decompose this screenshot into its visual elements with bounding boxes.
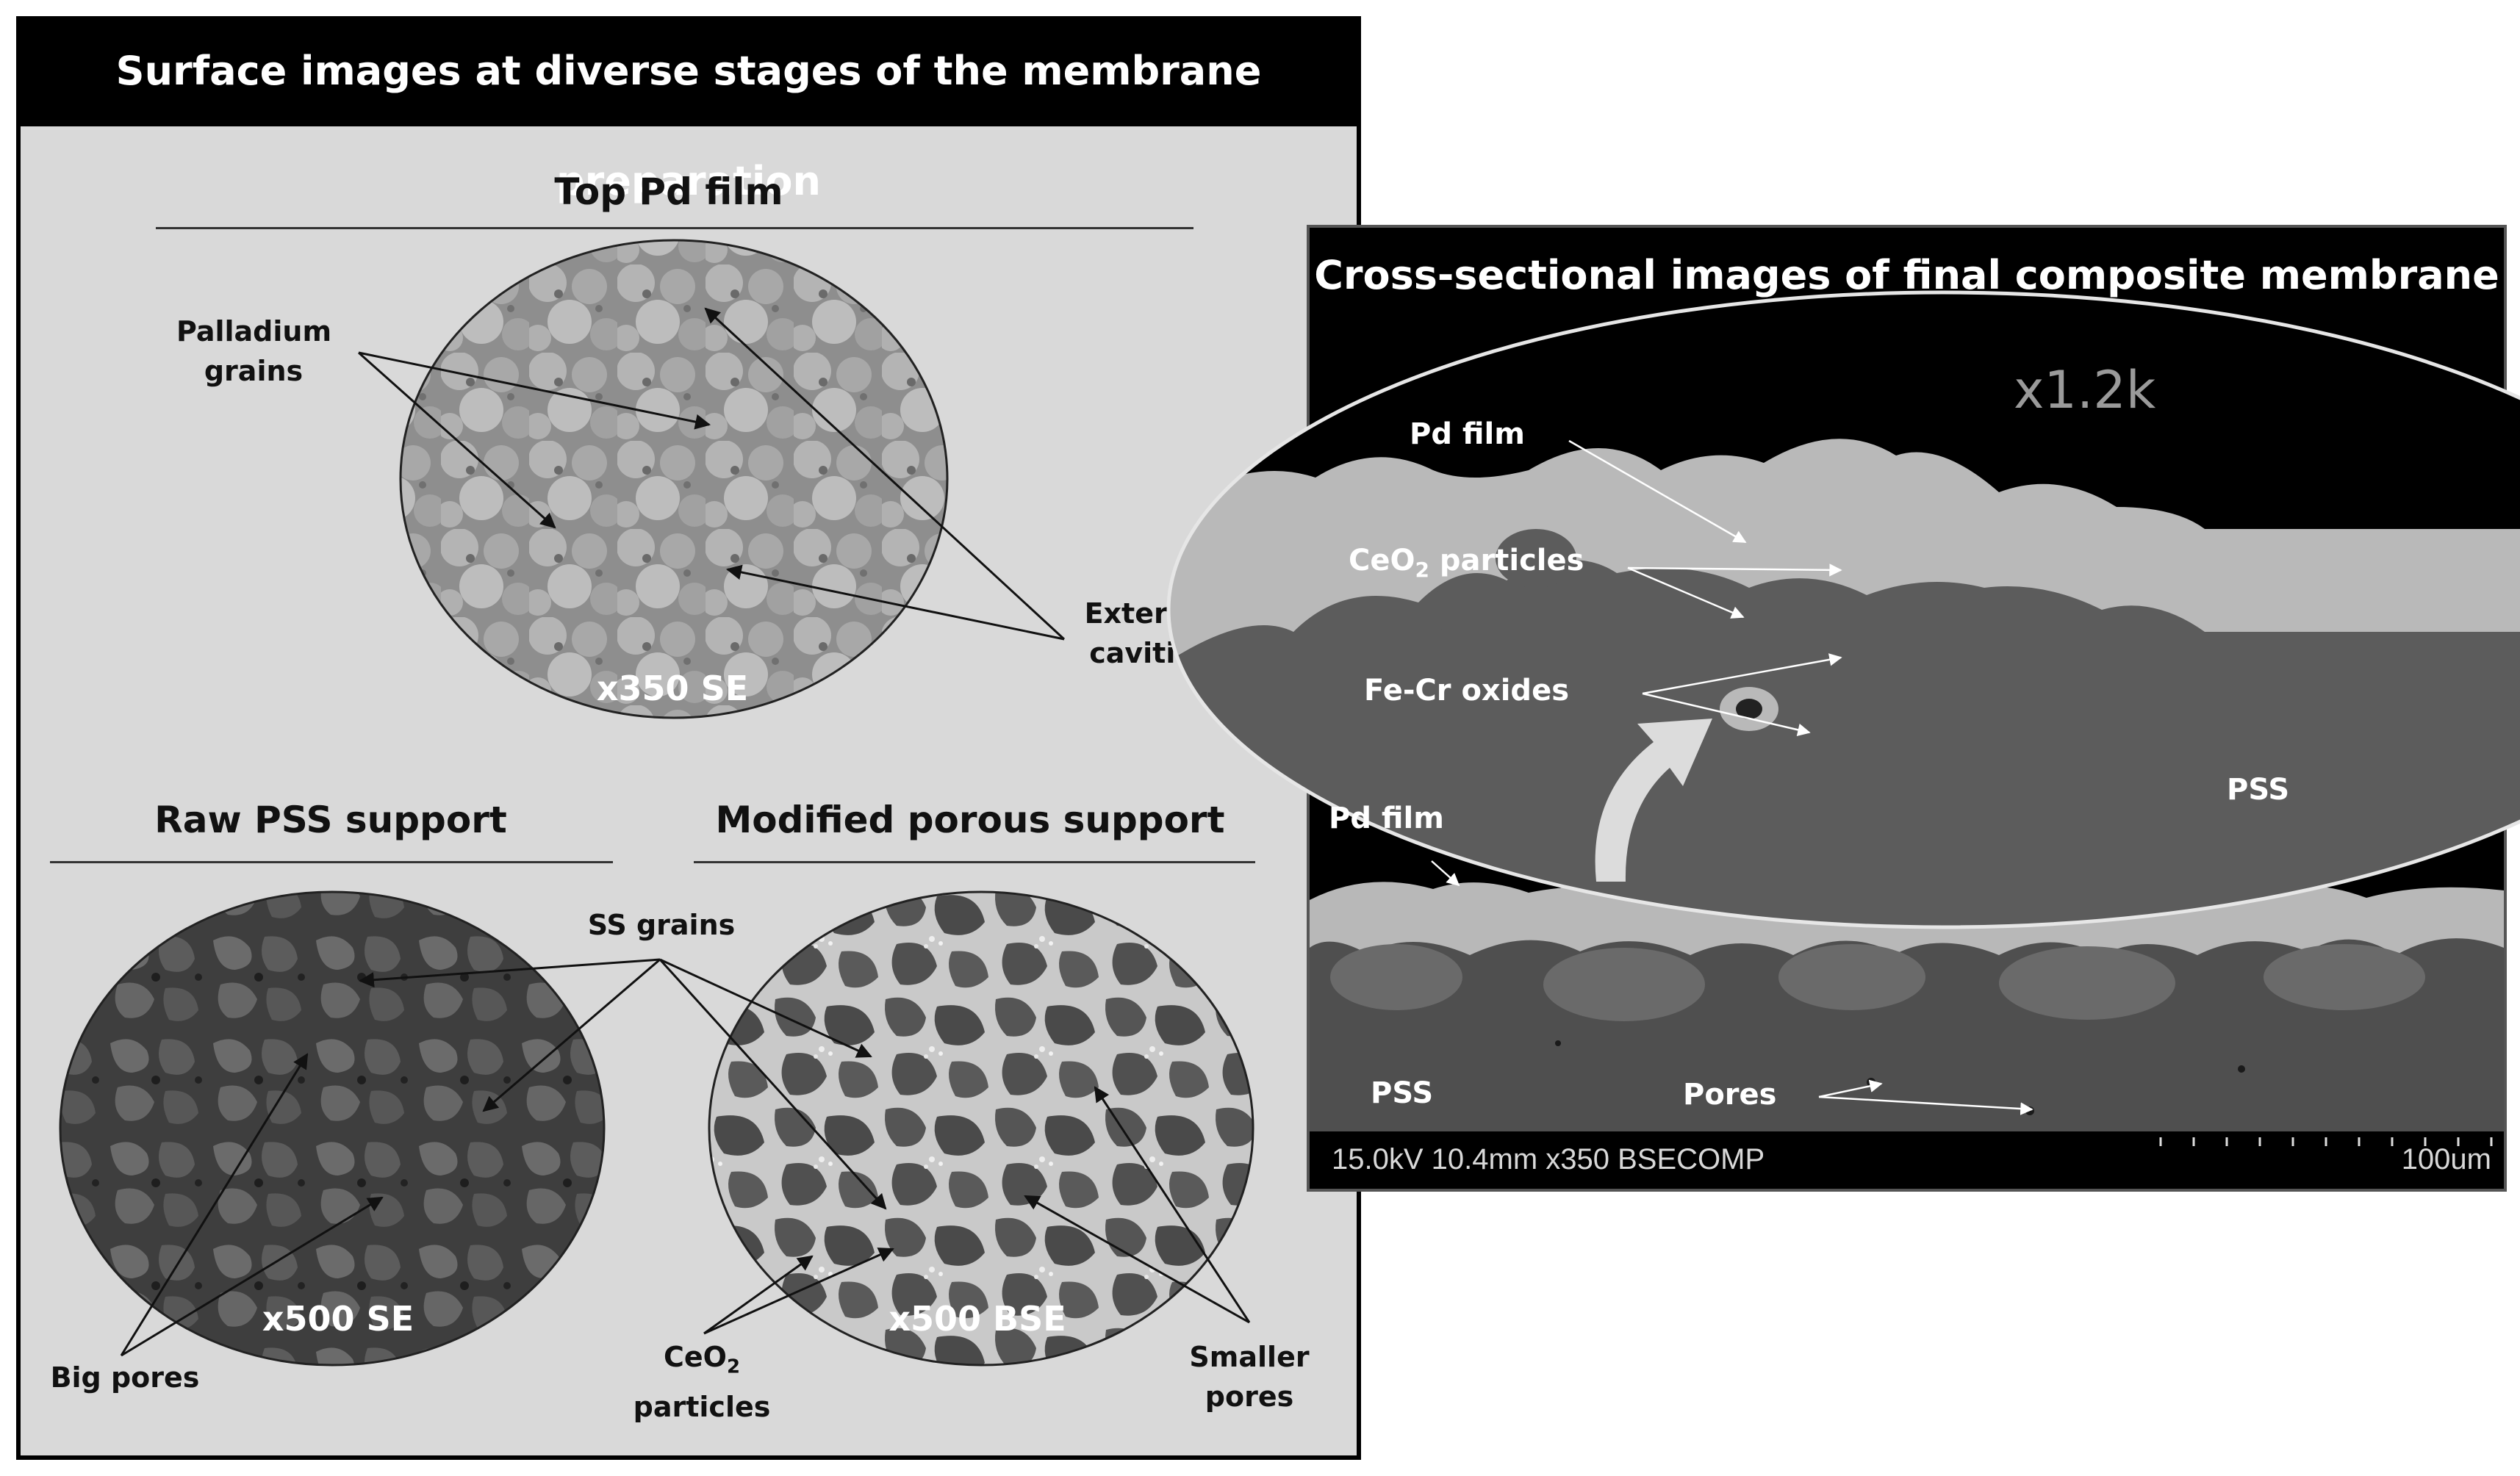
arrow-fecr-a (1642, 653, 1842, 695)
modified-magnification: x500 BSE (889, 1299, 1066, 1339)
palladium-grains-label: Palladium grains (176, 312, 331, 391)
big-pores-label: Big pores (50, 1361, 200, 1394)
fecr-oxides-label: Fe-Cr oxides (1364, 674, 1570, 708)
top-heading-rule (156, 227, 1193, 229)
inset-ellipse (1166, 290, 2520, 929)
palladium-line-1: Palladium (176, 315, 332, 348)
ss-grains-label: SS grains (587, 909, 736, 941)
left-panel-header (16, 16, 1361, 126)
arrow-cavity-2 (725, 564, 1065, 641)
arrow-pores-a (1818, 1079, 1883, 1098)
arrow-pores-b (1818, 1095, 2033, 1115)
top-pd-film-heading: Top Pd film (554, 170, 783, 213)
smaller-line-2: pores (1205, 1380, 1294, 1413)
arrow-big-pores-2 (121, 1196, 384, 1357)
arrow-big-pores-1 (120, 1053, 309, 1356)
top-pd-film-image (399, 239, 949, 719)
arrow-pd-film-bottom (1431, 860, 1460, 887)
pss-inset-label: PSS (2227, 773, 2290, 807)
right-panel-title: Cross-sectional images of final composit… (1314, 252, 2499, 298)
ceo2-particles-right-label: CeO2 particles (1349, 544, 1584, 582)
modified-heading-rule (694, 861, 1255, 863)
arrow-smaller-pores-1 (1094, 1086, 1251, 1323)
zoom-label: x1.2k (2014, 360, 2156, 420)
arrow-ss-grain-2 (482, 958, 661, 1112)
scale-bar-label: 100um (2401, 1143, 2491, 1176)
pd-film-bottom-label: Pd film (1329, 802, 1444, 835)
arrow-ceo2-a (1627, 564, 1842, 577)
smaller-line-1: Smaller (1189, 1341, 1310, 1373)
arrow-pd-film-top (1568, 439, 1747, 544)
arrow-smaller-pores-2 (1024, 1195, 1250, 1324)
ceo2-particles-label: CeO2 particles (625, 1337, 779, 1427)
top-magnification: x350 SE (596, 669, 749, 708)
pss-bottom-label: PSS (1371, 1076, 1434, 1110)
arrow-ceo2-b (1627, 566, 1745, 619)
raw-magnification: x500 SE (262, 1299, 414, 1339)
sem-info-text: 15.0kV 10.4mm x350 BSECOMP (1332, 1143, 1765, 1176)
palladium-line-2: grains (204, 355, 304, 387)
modified-support-heading: Modified porous support (715, 799, 1225, 841)
arrow-ss-grain-1 (358, 958, 661, 988)
sem-info-bar (1310, 1131, 2504, 1189)
arrow-ss-grain-4 (658, 958, 887, 1210)
left-panel-title: Surface images at diverse stages of the … (115, 48, 1262, 204)
arrow-cavity-1 (704, 307, 1066, 641)
arrow-ss-grain-3 (659, 958, 872, 1058)
arrow-palladium-2 (358, 351, 556, 529)
raw-heading-rule (50, 861, 613, 863)
pores-label: Pores (1683, 1078, 1777, 1112)
zoom-arrow (1595, 719, 1712, 882)
ceo2-line-2: particles (633, 1390, 771, 1423)
arrow-fecr-b (1642, 692, 1811, 736)
raw-pss-heading: Raw PSS support (154, 799, 507, 841)
ceo2-line-1: CeO2 (663, 1341, 741, 1378)
arrow-palladium-1 (358, 351, 711, 430)
pd-film-top-label: Pd film (1410, 417, 1525, 451)
raw-pss-image (59, 890, 606, 1367)
arrow-ceo2-1 (703, 1255, 814, 1335)
arrow-ceo2-2 (703, 1248, 894, 1335)
inset-pss (1169, 560, 2520, 927)
smaller-pores-label: Smaller pores (1169, 1337, 1330, 1416)
